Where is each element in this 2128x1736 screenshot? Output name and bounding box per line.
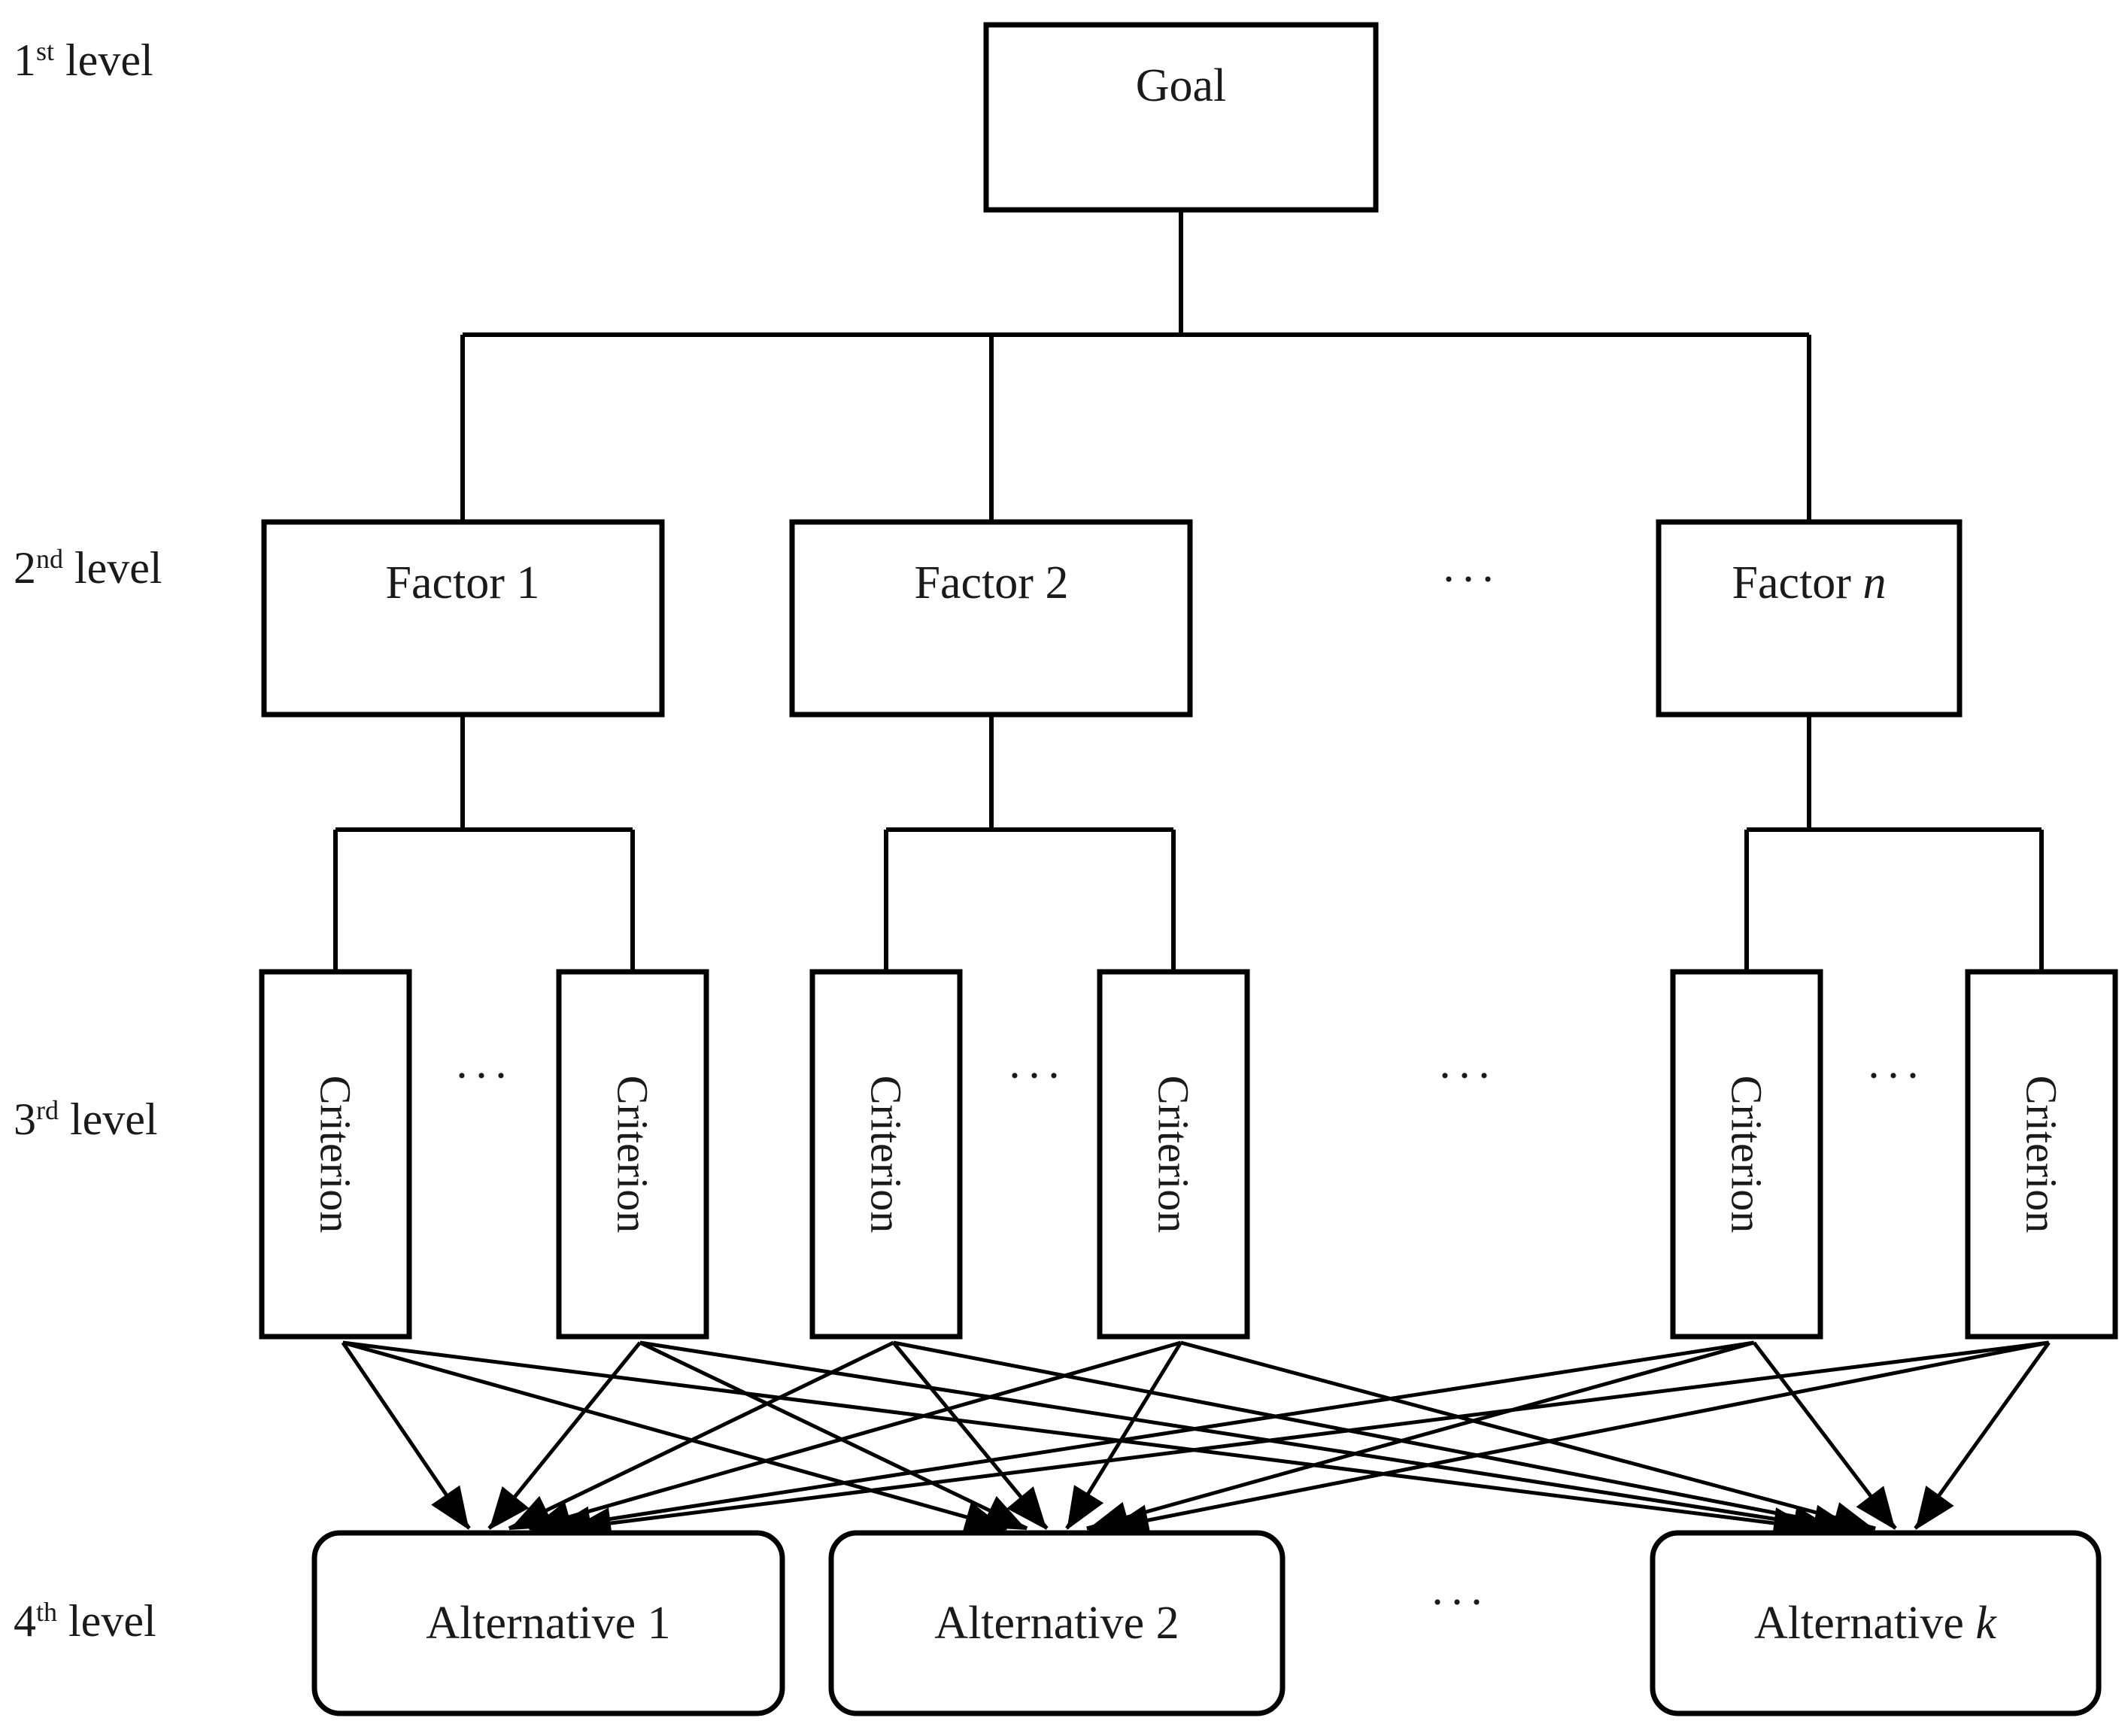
- alternative-k-box[interactable]: [1650, 1530, 2102, 1716]
- goal-node[interactable]: Goal: [983, 22, 1379, 213]
- criterion-1-box[interactable]: [259, 969, 412, 1340]
- arrowhead-c2-to-a1: [489, 1486, 530, 1530]
- criterion-4-box[interactable]: [1097, 969, 1250, 1340]
- arrow-c1-to-a3: [342, 1340, 1817, 1531]
- arrow-c5-to-a1: [548, 1340, 1755, 1531]
- arrowhead-c3-to-a2: [1006, 1486, 1047, 1530]
- arrow-c4-to-a3: [1180, 1340, 1876, 1531]
- arrowhead-c4-to-a3: [1830, 1502, 1876, 1536]
- arrow-c3-to-a1: [508, 1340, 894, 1531]
- alternative-1-label: Alternative 1: [426, 1598, 670, 1649]
- criterion-nodes: Criterion Criterion Criterion Criterion Crit…: [259, 969, 2118, 1340]
- arrow-c4-to-a1: [528, 1340, 1182, 1531]
- factor-ellipsis: ···: [1441, 554, 1500, 604]
- factor-2-label: Factor 2: [915, 557, 1069, 609]
- alternative-node-2[interactable]: Alternative 2: [828, 1530, 1286, 1716]
- arrow-c3-to-a3: [893, 1340, 1856, 1531]
- level-label-3: 3rd level: [14, 1094, 158, 1144]
- goal-box[interactable]: [983, 22, 1379, 213]
- factor-node-2[interactable]: Factor 2: [789, 519, 1193, 718]
- factor-node-n[interactable]: Factor n: [1656, 519, 1963, 718]
- criterion-node-3[interactable]: Criterion: [809, 969, 963, 1340]
- factor-1-label: Factor 1: [386, 557, 540, 609]
- factor-1-box[interactable]: [261, 519, 665, 718]
- arrow-c2-to-a3: [639, 1340, 1836, 1531]
- alternative-node-k[interactable]: Alternative k: [1650, 1530, 2102, 1716]
- arrow-c6-to-a1: [568, 1340, 2050, 1531]
- alternative-ellipsis: ···: [1430, 1577, 1489, 1627]
- level-label-1: 1st level: [14, 35, 153, 85]
- arrow-c2-to-a2: [639, 1340, 1028, 1531]
- criterion-node-5[interactable]: Criterion: [1670, 969, 1823, 1340]
- criterion-ellipsis-3: ···: [1437, 1051, 1496, 1100]
- criterion-2-box[interactable]: [556, 969, 709, 1340]
- factor-nodes: Factor 1 Factor 2 Factor n ···: [261, 519, 1963, 718]
- criterion-4-label: Criterion: [1149, 1076, 1198, 1233]
- criterion-3-label: Criterion: [862, 1076, 911, 1233]
- arrow-c6-to-a2: [1106, 1340, 2050, 1531]
- level-labels: 1st level 2nd level 3rd level 4th level: [14, 35, 162, 1646]
- arrowhead-c1-to-a1: [431, 1485, 469, 1530]
- criterion-6-label: Criterion: [2017, 1076, 2066, 1233]
- arrow-c5-to-a2: [1086, 1340, 1755, 1531]
- arrowhead-c6-to-a2: [1106, 1504, 1152, 1539]
- criterion-ellipsis-4: ···: [1866, 1051, 1925, 1100]
- level-label-2: 2nd level: [14, 543, 162, 593]
- criterion-node-1[interactable]: Criterion: [259, 969, 412, 1340]
- arrowhead-c2-to-a2: [981, 1496, 1028, 1530]
- criterion-3-box[interactable]: [809, 969, 963, 1340]
- goal-label: Goal: [1136, 60, 1227, 111]
- alternative-node-1[interactable]: Alternative 1: [311, 1530, 785, 1716]
- alternative-nodes: Alternative 1 Alternative 2 Alternative …: [311, 1530, 2102, 1716]
- arrowhead-c6-to-a3: [1915, 1486, 1954, 1530]
- criterion-5-label: Criterion: [1723, 1076, 1771, 1233]
- alternative-2-box[interactable]: [828, 1530, 1286, 1716]
- arrowhead-c5-to-a3: [1856, 1486, 1896, 1530]
- criterion-node-2[interactable]: Criterion: [556, 969, 709, 1340]
- criterion-node-4[interactable]: Criterion: [1097, 969, 1250, 1340]
- alternative-1-box[interactable]: [311, 1530, 785, 1716]
- factor-node-1[interactable]: Factor 1: [261, 519, 665, 718]
- criterion-ellipsis-2: ···: [1007, 1051, 1066, 1100]
- alternative-k-label: Alternative k: [1754, 1598, 1997, 1649]
- criterion-6-box[interactable]: [1965, 969, 2118, 1340]
- criterion-node-6[interactable]: Criterion: [1965, 969, 2118, 1340]
- arrow-c1-to-a2: [342, 1340, 1008, 1531]
- factor-2-box[interactable]: [789, 519, 1193, 718]
- arrowhead-c4-to-a2: [1067, 1485, 1104, 1530]
- factor-n-box[interactable]: [1656, 519, 1963, 718]
- criterion-1-label: Criterion: [311, 1076, 360, 1233]
- criterion-to-alternative-arrows: [341, 1340, 2051, 1542]
- factor-to-criteria-connectors: [333, 715, 2044, 972]
- alternative-2-label: Alternative 2: [934, 1598, 1179, 1649]
- factor-n-label: Factor n: [1732, 557, 1887, 609]
- criterion-2-label: Criterion: [609, 1076, 657, 1233]
- criterion-ellipsis-1: ···: [454, 1051, 513, 1100]
- criterion-5-box[interactable]: [1670, 969, 1823, 1340]
- goal-to-factors-connectors: [460, 210, 1811, 522]
- level-label-4: 4th level: [14, 1596, 156, 1646]
